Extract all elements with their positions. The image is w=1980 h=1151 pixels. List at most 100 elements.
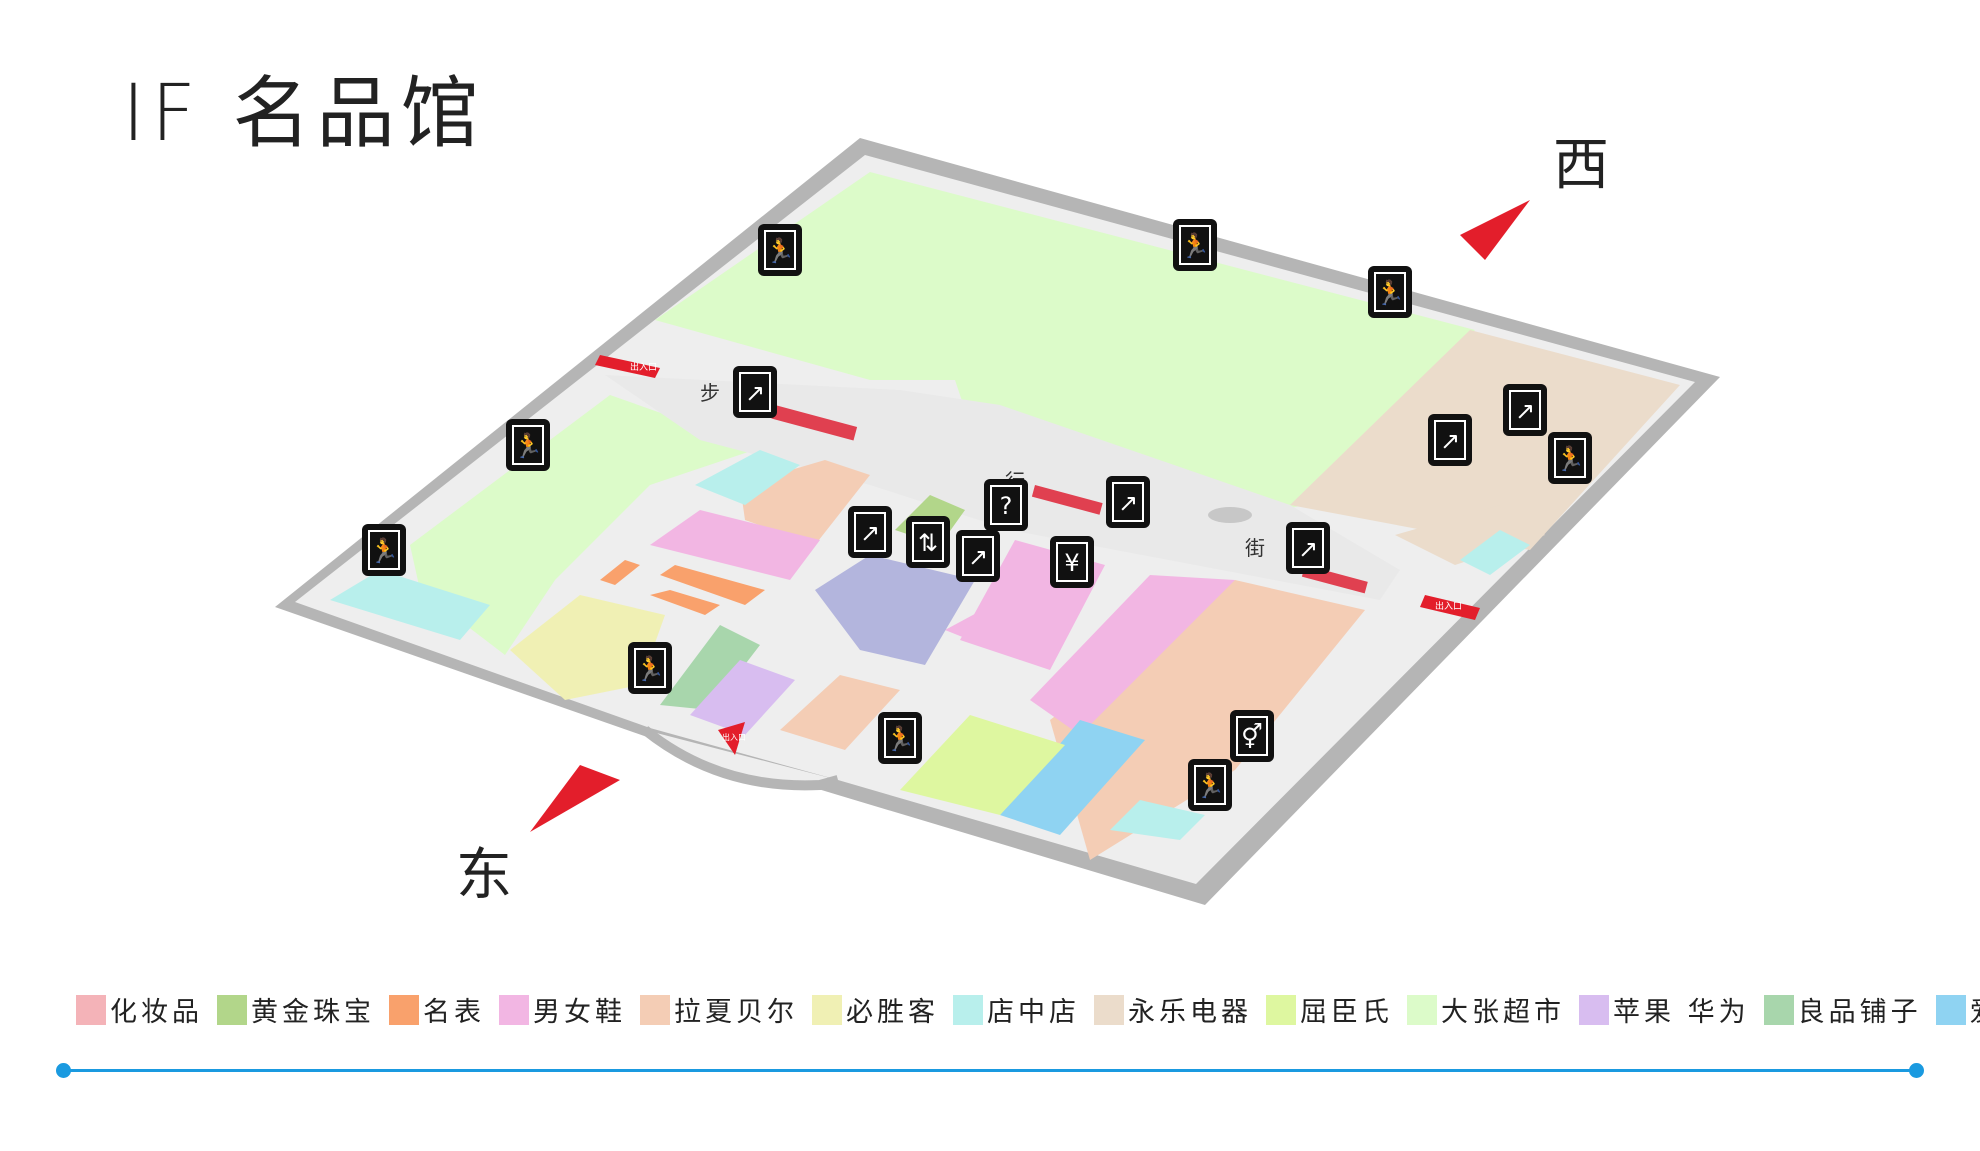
escalator-icon[interactable]: ↗ [1106,476,1150,528]
legend-label: 拉夏贝尔 [674,997,798,1028]
escalator-icon[interactable]: ↗ [1286,522,1330,574]
svg-text:↗: ↗ [1118,489,1138,517]
entrance-arrow-west[interactable]: 出入口 [595,355,660,378]
legend-item: 爱喜猫 [1935,990,1980,1029]
svg-text:⚥: ⚥ [1241,723,1263,751]
store-appliances-2[interactable] [1395,505,1545,565]
store-in-store-3[interactable] [1460,530,1530,575]
svg-text:↗: ↗ [1298,535,1318,563]
timeline-end-dot [1909,1063,1924,1078]
legend-label: 必胜客 [846,997,939,1028]
legend-label: 爱喜猫 [1970,990,1980,1029]
atm-icon[interactable]: ¥ [1050,536,1094,588]
store-shoes[interactable] [650,510,820,580]
svg-text:🏃: 🏃 [885,725,915,753]
store-bestore[interactable] [660,625,760,710]
svg-text:¥: ¥ [1064,549,1079,577]
store-pizza[interactable] [510,595,665,700]
emergency-exit-icon[interactable]: 🏃 [506,419,550,471]
west-arrow [1460,200,1530,260]
emergency-exit-icon[interactable]: 🏃 [878,712,922,764]
svg-text:🏃: 🏃 [1180,232,1210,260]
legend-item: 屈臣氏 [1266,990,1393,1029]
store-shoes-4[interactable] [945,595,1080,660]
store-aixmao[interactable] [1000,720,1145,835]
store-watches-2[interactable] [660,565,765,605]
page-title: IF 名品馆 [122,69,485,159]
legend-label: 名表 [423,997,485,1028]
svg-text:↗: ↗ [968,543,988,571]
service-desk-icon[interactable]: ? [984,479,1028,531]
legend-swatch [76,994,106,1025]
legend-label: 店中店 [987,997,1080,1028]
entrance-arrow-east[interactable]: 出入口 [1420,595,1480,620]
emergency-exit-icon[interactable]: 🏃 [1188,759,1232,811]
restroom-icon[interactable]: ⚥ [1230,710,1274,762]
compass-east-label: 东 [456,843,512,908]
legend-item: 黄金珠宝 [217,990,375,1029]
svg-text:🏃: 🏃 [765,237,795,265]
legend-item: 拉夏贝尔 [640,990,798,1029]
svg-text:↗: ↗ [860,519,880,547]
escalator-icon[interactable]: ↗ [848,506,892,558]
svg-text:⇅: ⇅ [918,529,938,557]
legend-swatch [1266,994,1296,1025]
store-apple-huawei[interactable] [690,660,795,735]
legend-label: 苹果 华为 [1613,997,1750,1028]
legend-label: 大张超市 [1441,997,1565,1028]
svg-text:↗: ↗ [1440,427,1460,455]
store-shoes-3[interactable] [1030,575,1235,735]
svg-text:?: ? [1000,492,1013,520]
escalator-icon[interactable]: ↗ [1428,414,1472,466]
store-supermarket[interactable] [655,172,1475,520]
store-watches[interactable] [600,560,640,585]
store-watches-3[interactable] [650,590,720,615]
legend: 化妆品 黄金珠宝 名表男女鞋 拉夏贝尔 必胜客 店中店 永乐电器 屈臣氏 大张超市 苹果 华为 良品… [76,990,1980,1029]
legend-item: 店中店 [953,990,1080,1029]
street-char-3: 街 [1245,536,1265,560]
legend-label: 屈臣氏 [1300,997,1393,1028]
svg-text:↗: ↗ [1515,397,1535,425]
store-supermarket-west[interactable] [410,395,760,655]
svg-text:出入口: 出入口 [722,732,746,742]
legend-swatch [217,994,247,1025]
legend-swatch [1407,994,1437,1025]
emergency-exit-icon[interactable]: 🏃 [1368,266,1412,318]
elevator-icon[interactable]: ⇅ [906,516,950,568]
emergency-exit-icon[interactable]: 🏃 [1173,219,1217,271]
store-watsons[interactable] [900,715,1065,815]
svg-text:出入口: 出入口 [630,361,657,373]
store-in-store-1[interactable] [330,570,490,640]
legend-swatch [1579,994,1609,1025]
entrance-arrow-south[interactable]: 出入口 [718,722,746,755]
store-lachapelle-3[interactable] [780,675,900,750]
svg-text:🏃: 🏃 [1375,279,1405,307]
emergency-exit-icon[interactable]: 🏃 [758,224,802,276]
legend-label: 黄金珠宝 [251,997,375,1028]
timeline-bar [56,1063,1924,1078]
legend-label: 良品铺子 [1797,997,1922,1028]
escalator-icon[interactable]: ↗ [956,530,1000,582]
atrium [815,555,975,665]
legend-item: 大张超市 [1407,990,1565,1029]
emergency-exit-icon[interactable]: 🏃 [362,524,406,576]
legend-item: 化妆品 [76,990,203,1029]
svg-text:🏃: 🏃 [635,655,665,683]
emergency-exit-icon[interactable]: 🏃 [628,642,672,694]
svg-text:🏃: 🏃 [1555,445,1585,473]
svg-text:🏃: 🏃 [1195,772,1225,800]
legend-item: 必胜客 [812,990,939,1029]
legend-item: 男女鞋 [499,990,626,1029]
legend-swatch [953,994,983,1025]
store-in-store-4[interactable] [1110,800,1205,840]
compass-west-label: 西 [1553,133,1609,198]
store-appliances[interactable] [1290,330,1680,550]
emergency-exit-icon[interactable]: 🏃 [1548,432,1592,484]
legend-label: 永乐电器 [1128,997,1252,1028]
escalator-icon[interactable]: ↗ [733,366,777,418]
store-lachapelle[interactable] [1050,580,1365,860]
store-in-store-2[interactable] [695,450,800,505]
escalator-icon[interactable]: ↗ [1503,384,1547,436]
legend-item: 良品铺子 [1763,990,1922,1029]
